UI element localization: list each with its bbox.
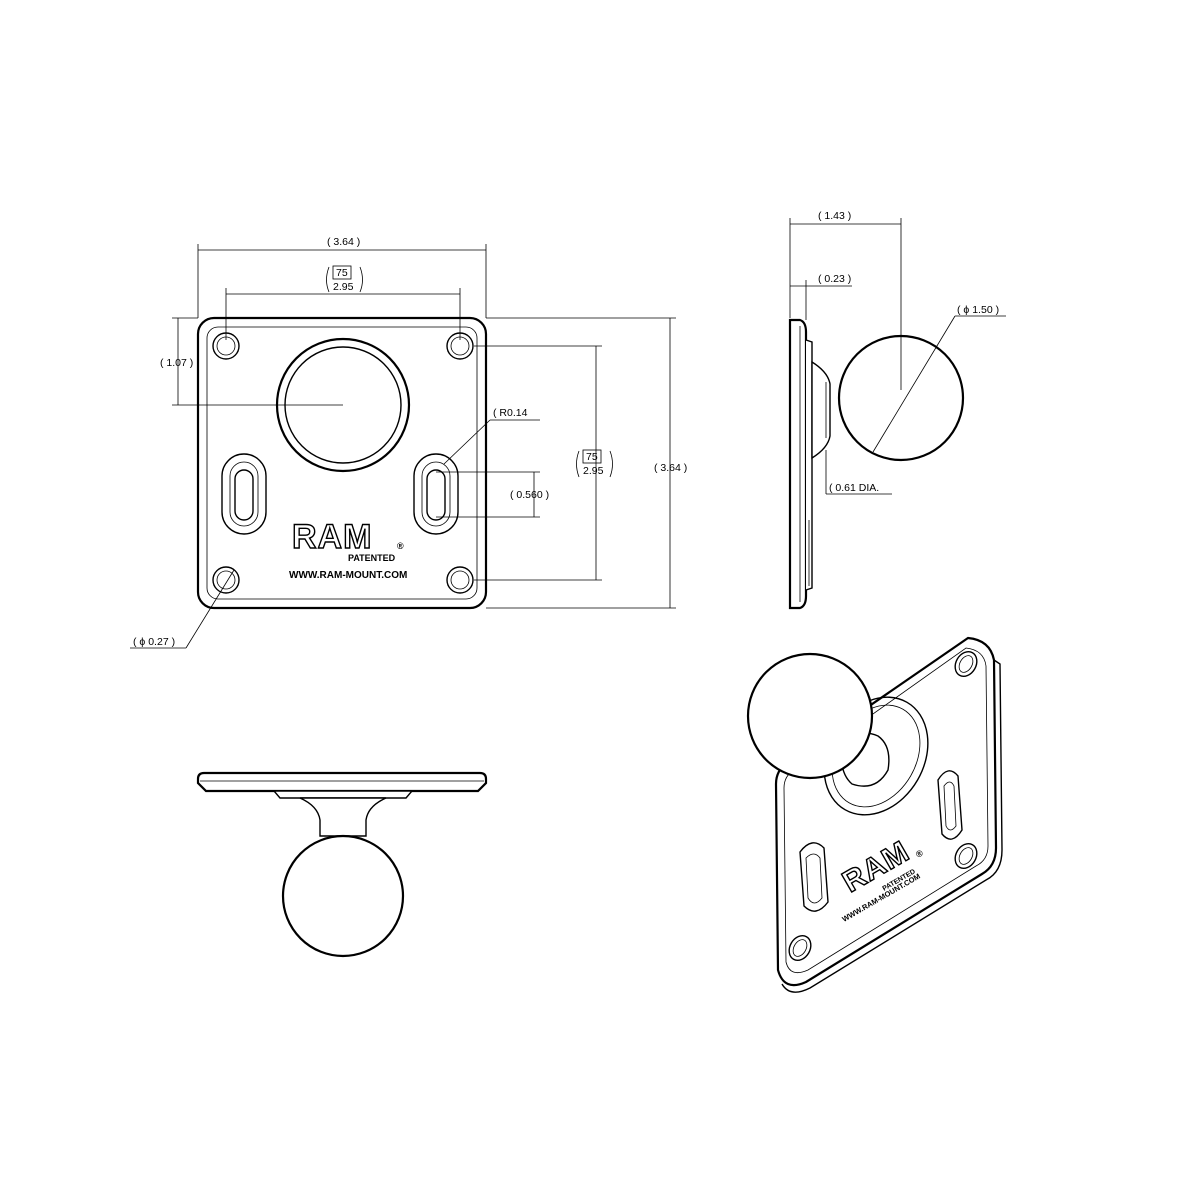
iso-hole-3 xyxy=(788,934,812,962)
iso-hole-2 xyxy=(954,842,978,870)
dim-front-width: ( 3.64 ) xyxy=(327,236,360,248)
dim-front-height: ( 3.64 ) xyxy=(654,462,687,474)
isometric-view: RAM ® PATENTED WWW.RAM-MOUNT.COM xyxy=(746,636,1003,993)
iso-hole-1 xyxy=(954,650,978,678)
front-plate-inner-edge xyxy=(206,326,478,600)
iso-logo-registered: ® xyxy=(914,848,925,860)
logo-ram: RAM xyxy=(292,518,372,556)
iso-slot-right xyxy=(937,770,963,840)
dim-slot-radius: ( R0.14 xyxy=(493,407,528,419)
side-neck xyxy=(811,360,831,460)
dim-hole-spacing-h-metric: 75 xyxy=(336,267,348,279)
dim-plate-thickness: ( 0.23 ) xyxy=(818,273,851,285)
dim-hole-spacing-h-inch: 2.95 xyxy=(333,281,354,293)
hole-bottom-right xyxy=(446,566,474,594)
hole-bottom-left xyxy=(212,566,240,594)
bottom-plate xyxy=(196,771,488,793)
bottom-ball xyxy=(281,834,405,958)
logo-url: WWW.RAM-MOUNT.COM xyxy=(289,570,407,581)
side-plate xyxy=(788,318,808,610)
iso-slot-left xyxy=(799,842,829,912)
dim-slot-length: ( 0.560 ) xyxy=(510,489,549,501)
dim-hole-spacing-v-metric: 75 xyxy=(586,451,598,463)
dim-hole-spacing-v-inch: 2.95 xyxy=(583,465,604,477)
slot-right xyxy=(413,453,459,535)
bottom-neck xyxy=(299,797,387,837)
iso-plate xyxy=(774,636,998,987)
dim-center-offset: ( 1.07 ) xyxy=(160,357,193,369)
dim-ball-diameter: ( ϕ 1.50 ) xyxy=(957,304,999,316)
side-view: ( 1.43 ) ( 0.23 ) ( ϕ 1.50 ) ( 0.61 DIA. xyxy=(788,210,1006,610)
dim-hole-diameter: ( ϕ 0.27 ) xyxy=(133,636,175,648)
slot-left xyxy=(221,453,267,535)
logo-patented: PATENTED xyxy=(348,553,396,563)
iso-ball xyxy=(746,652,874,780)
dim-side-depth: ( 1.43 ) xyxy=(818,210,851,222)
logo-registered: ® xyxy=(397,541,404,551)
front-view: RAM ® PATENTED WWW.RAM-MOUNT.COM ( 3.64 … xyxy=(130,236,687,649)
bottom-view xyxy=(196,771,488,958)
dim-neck-diameter: ( 0.61 DIA. xyxy=(829,482,879,494)
